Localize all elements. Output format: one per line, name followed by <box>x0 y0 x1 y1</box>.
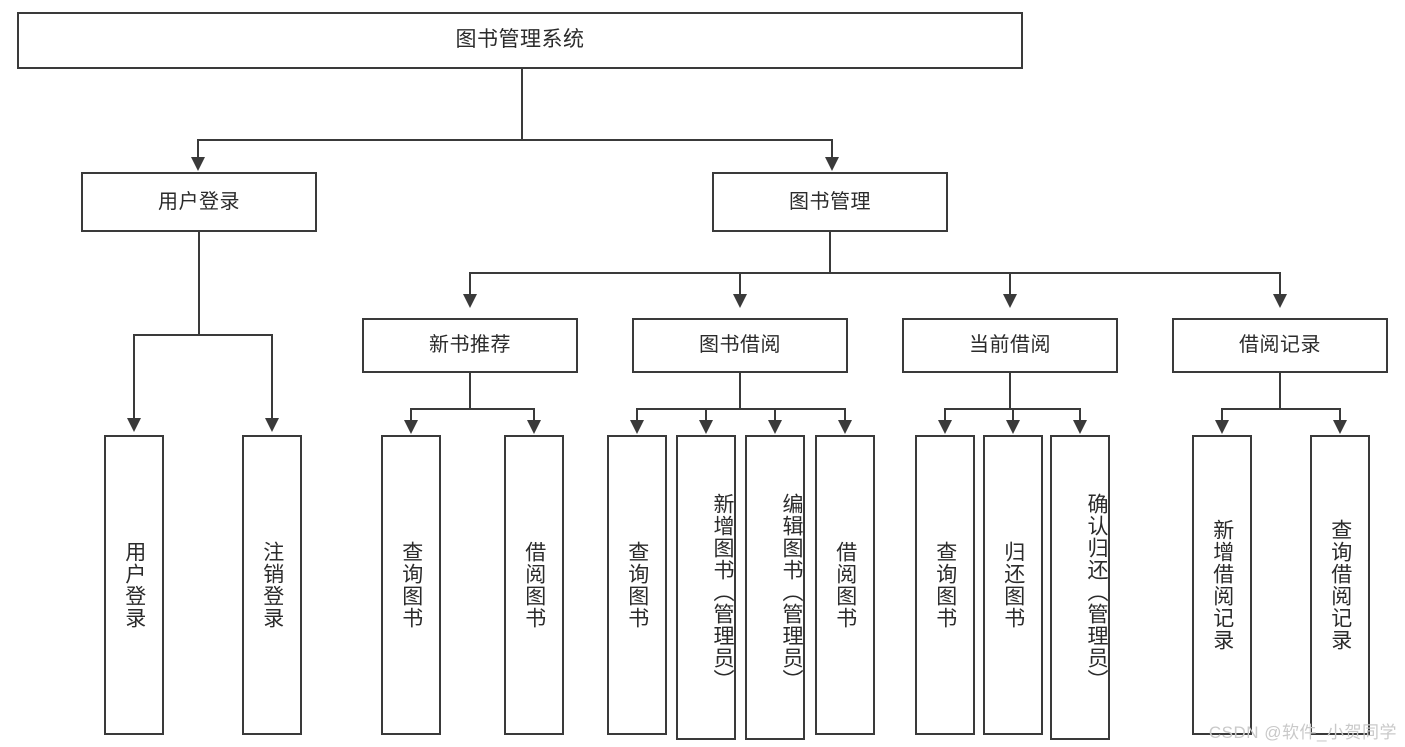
connector-drop-user-login <box>197 139 199 158</box>
arrowhead-new-book-recommend <box>463 294 477 308</box>
leaf-add-record-label: 新增借阅记录 <box>1210 519 1234 651</box>
connector-drop-current-borrow <box>1009 272 1011 295</box>
arrowhead-return-book <box>1006 420 1020 434</box>
node-book-borrow[interactable]: 图书借阅 <box>632 318 848 373</box>
connector-drop-book-management <box>831 139 833 158</box>
leaf-query-book-3[interactable]: 查询图书 <box>915 435 975 735</box>
leaf-logout-login-label: 注销登录 <box>260 541 284 629</box>
node-book-borrow-label: 图书借阅 <box>699 334 781 356</box>
arrowhead-confirm-return <box>1073 420 1087 434</box>
node-root-label: 图书管理系统 <box>455 28 585 52</box>
connector-root-stem <box>521 69 523 140</box>
leaf-query-book-2[interactable]: 查询图书 <box>607 435 667 735</box>
arrowhead-query-book-2 <box>630 420 644 434</box>
leaf-edit-book-label: 编辑图书（管理员） <box>780 492 803 691</box>
leaf-return-book[interactable]: 归还图书 <box>983 435 1043 735</box>
node-book-management-label: 图书管理 <box>789 190 871 213</box>
node-new-book-recommend-label: 新书推荐 <box>429 334 511 356</box>
leaf-confirm-return[interactable]: 确认归还（管理员） <box>1050 435 1110 740</box>
arrowhead-borrow-book-2 <box>838 420 852 434</box>
arrowhead-leaf-logout-login <box>265 418 279 432</box>
leaf-add-record[interactable]: 新增借阅记录 <box>1192 435 1252 735</box>
arrowhead-query-book-3 <box>938 420 952 434</box>
connector-drop-borrow-record <box>1279 272 1281 295</box>
node-current-borrow-label: 当前借阅 <box>969 334 1051 356</box>
node-root[interactable]: 图书管理系统 <box>17 12 1023 69</box>
leaf-user-login-label: 用户登录 <box>122 541 146 629</box>
connector-borrow-record-stem <box>1279 373 1281 409</box>
arrowhead-leaf-user-login <box>127 418 141 432</box>
arrowhead-edit-book <box>768 420 782 434</box>
connector-book-management-stem <box>829 232 831 273</box>
connector-drop-add-book <box>705 408 707 421</box>
connector-drop-query-book-2 <box>636 408 638 421</box>
connector-root-bus <box>197 139 833 141</box>
connector-current-borrow-stem <box>1009 373 1011 409</box>
connector-book-borrow-bus <box>636 408 845 410</box>
leaf-logout-login[interactable]: 注销登录 <box>242 435 302 735</box>
leaf-query-record-label: 查询借阅记录 <box>1328 519 1352 651</box>
connector-drop-add-record <box>1221 408 1223 421</box>
arrowhead-add-record <box>1215 420 1229 434</box>
leaf-borrow-book-2[interactable]: 借阅图书 <box>815 435 875 735</box>
leaf-query-book-1[interactable]: 查询图书 <box>381 435 441 735</box>
csdn-watermark: CSDN @软件_小贺同学 <box>1208 723 1397 742</box>
connector-drop-borrow-book-2 <box>844 408 846 421</box>
node-current-borrow[interactable]: 当前借阅 <box>902 318 1118 373</box>
arrowhead-current-borrow <box>1003 294 1017 308</box>
connector-book-borrow-stem <box>739 373 741 409</box>
node-user-login[interactable]: 用户登录 <box>81 172 317 232</box>
arrowhead-book-borrow <box>733 294 747 308</box>
connector-drop-query-record <box>1339 408 1341 421</box>
leaf-return-book-label: 归还图书 <box>1001 541 1025 629</box>
connector-new-book-recommend-stem <box>469 373 471 409</box>
leaf-user-login[interactable]: 用户登录 <box>104 435 164 735</box>
arrowhead-borrow-book-1 <box>527 420 541 434</box>
node-borrow-record[interactable]: 借阅记录 <box>1172 318 1388 373</box>
connector-borrow-record-bus <box>1221 408 1340 410</box>
connector-new-book-recommend-bus <box>410 408 534 410</box>
leaf-add-book[interactable]: 新增图书（管理员） <box>676 435 736 740</box>
connector-drop-query-book-1 <box>410 408 412 421</box>
node-book-management[interactable]: 图书管理 <box>712 172 948 232</box>
connector-book-management-bus <box>469 272 1281 274</box>
leaf-query-book-2-label: 查询图书 <box>625 541 649 629</box>
connector-drop-edit-book <box>774 408 776 421</box>
leaf-borrow-book-2-label: 借阅图书 <box>833 541 857 629</box>
connector-user-login-stem <box>198 232 200 335</box>
connector-drop-confirm-return <box>1079 408 1081 421</box>
arrowhead-add-book <box>699 420 713 434</box>
connector-drop-new-book-recommend <box>469 272 471 295</box>
arrowhead-query-record <box>1333 420 1347 434</box>
connector-drop-query-book-3 <box>944 408 946 421</box>
leaf-add-book-label: 新增图书（管理员） <box>711 492 734 691</box>
leaf-edit-book[interactable]: 编辑图书（管理员） <box>745 435 805 740</box>
connector-drop-book-borrow <box>739 272 741 295</box>
leaf-confirm-return-label: 确认归还（管理员） <box>1085 492 1108 691</box>
connector-user-login-bus <box>133 334 273 336</box>
leaf-query-book-3-label: 查询图书 <box>933 541 957 629</box>
connector-drop-leaf-logout-login <box>271 334 273 419</box>
arrowhead-borrow-record <box>1273 294 1287 308</box>
connector-drop-leaf-user-login <box>133 334 135 419</box>
node-borrow-record-label: 借阅记录 <box>1239 334 1321 356</box>
leaf-query-record[interactable]: 查询借阅记录 <box>1310 435 1370 735</box>
arrowhead-query-book-1 <box>404 420 418 434</box>
leaf-borrow-book-1-label: 借阅图书 <box>522 541 546 629</box>
arrowhead-book-management <box>825 157 839 171</box>
connector-drop-return-book <box>1012 408 1014 421</box>
node-new-book-recommend[interactable]: 新书推荐 <box>362 318 578 373</box>
arrowhead-user-login <box>191 157 205 171</box>
connector-drop-borrow-book-1 <box>533 408 535 421</box>
node-user-login-label: 用户登录 <box>158 190 240 213</box>
leaf-borrow-book-1[interactable]: 借阅图书 <box>504 435 564 735</box>
leaf-query-book-1-label: 查询图书 <box>399 541 423 629</box>
